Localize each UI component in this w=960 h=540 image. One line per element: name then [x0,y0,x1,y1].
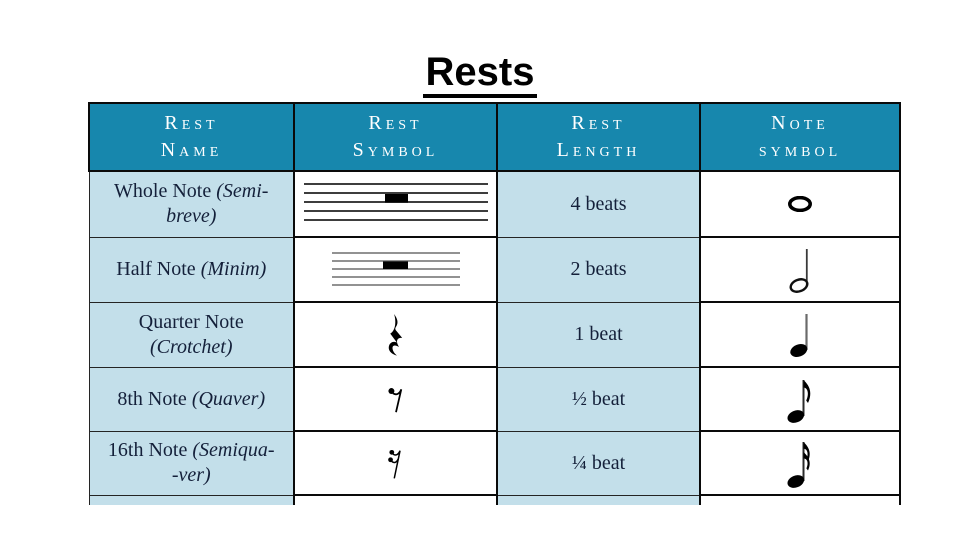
header-note-symbol: Note symbol [699,102,901,172]
table-row: Quarter Note (Crotchet) 1 beat [88,301,901,368]
sixteenth-note-icon [787,442,810,488]
header-line: Symbol [352,139,439,161]
note-symbol-cell [699,236,901,303]
note-symbol-cell [699,366,901,432]
table-row: 8th Note (Quaver) ½ beat [88,366,901,432]
sixteenth-rest-icon [388,449,401,479]
partial-row-cell [88,494,295,505]
note-symbol-cell [699,430,901,496]
rest-name-cell: Quarter Note (Crotchet) [88,301,295,368]
rests-table: Rest Name Rest Symbol Rest Length Note s… [88,102,901,505]
page-title: Rests [422,52,538,98]
header-line: Length [556,139,641,161]
rest-name-cell: Whole Note (Semi- breve) [88,170,295,238]
half-note-icon [789,248,809,293]
rest-length-cell: 1 beat [496,301,701,368]
rest-name-text: -ver) [171,464,211,486]
partial-row-cell [496,494,701,505]
rest-symbol-cell [293,236,498,303]
rest-name-text: 16th Note (Semiqua- [107,439,275,461]
rest-name-text: 8th Note (Quaver) [117,387,266,410]
rest-name-text: Whole Note (Semi- [114,180,269,203]
rest-symbol-cell [293,366,498,432]
rest-name-cell: 8th Note (Quaver) [88,366,295,432]
header-line: Rest [164,112,219,134]
note-symbol-cell [699,301,901,368]
note-symbol-cell [699,170,901,238]
rest-name-cell: Half Note (Minim) [88,236,295,303]
header-line: Rest [368,112,423,134]
rest-length-cell: 4 beats [496,170,701,238]
rest-name-text: Quarter Note [138,310,244,333]
whole-rest-icon [303,183,488,221]
partial-row [88,494,901,505]
table-row: Whole Note (Semi- breve) 4 beats [88,170,901,238]
rests-table-container: Rest Name Rest Symbol Rest Length Note s… [88,102,903,505]
table-row: Half Note (Minim) 2 beats [88,236,901,303]
header-rest-name: Rest Name [88,102,295,172]
header-rest-length: Rest Length [496,102,701,172]
rest-symbol-cell [293,170,498,238]
table-row: 16th Note (Semiqua- -ver) ¼ beat [88,430,901,496]
rest-name-cell: 16th Note (Semiqua- -ver) [88,430,295,496]
header-row: Rest Name Rest Symbol Rest Length Note s… [88,102,901,172]
slide-header: Rests [0,52,960,98]
rest-length-cell: ¼ beat [496,430,701,496]
quarter-rest-icon [388,313,403,356]
partial-row-cell [293,494,498,505]
header-line: Name [160,139,223,161]
header-line: symbol [758,139,842,161]
whole-note-icon [788,196,812,212]
rest-length-cell: 2 beats [496,236,701,303]
eighth-rest-icon [387,388,402,413]
half-rest-icon [331,251,460,286]
header-line: Rest [571,112,626,134]
header-rest-symbol: Rest Symbol [293,102,498,172]
quarter-note-icon [790,313,808,357]
eighth-note-icon [787,380,811,423]
rest-length-cell: ½ beat [496,366,701,432]
rest-name-text: Half Note (Minim) [116,258,267,280]
partial-row-cell [699,494,901,505]
rest-symbol-cell [293,430,498,496]
header-line: Note [771,112,829,134]
rest-name-text: breve) [166,205,217,228]
rest-name-text: (Crotchet) [149,335,233,358]
rest-symbol-cell [293,301,498,368]
